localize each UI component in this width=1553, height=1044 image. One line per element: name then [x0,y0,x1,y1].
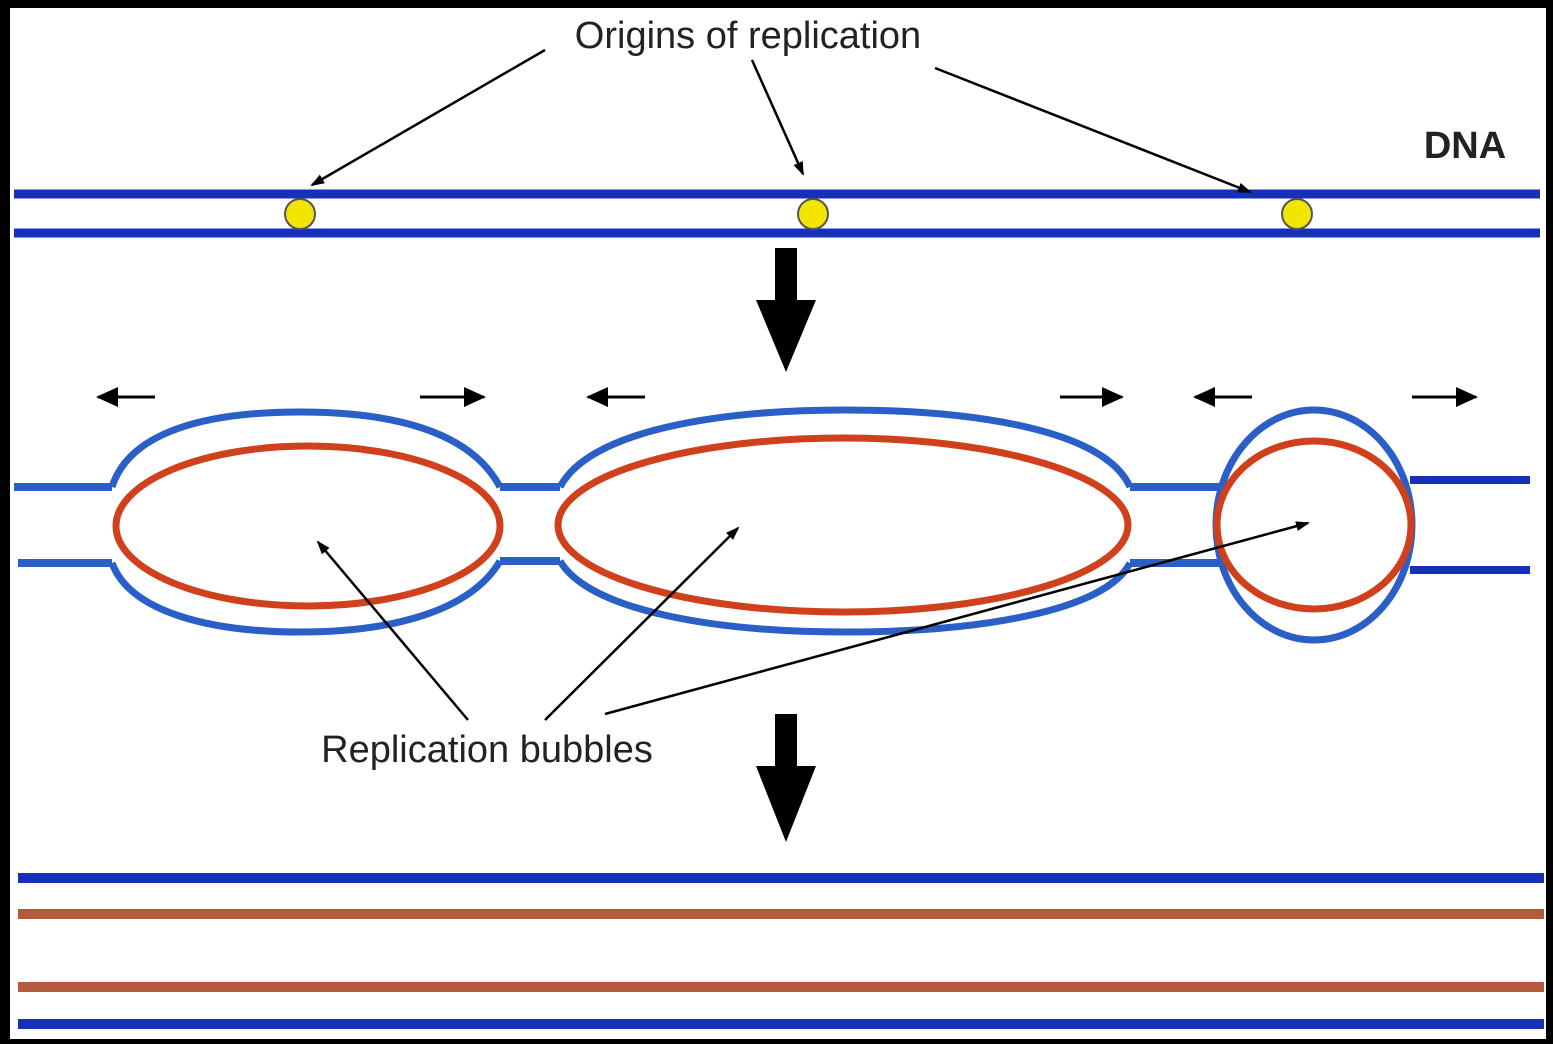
origin-pointer-1 [310,48,546,187]
origins-label: Origins of replication [575,15,921,57]
bubble-pointer-2 [544,526,740,721]
stage-unreplicated [14,189,1540,238]
bubbles-label: Replication bubbles [321,729,653,771]
stage-replicating [14,387,1530,644]
origin-dot-1 [284,198,316,230]
origin-dot-2 [797,198,829,230]
bubble-pointer-3 [604,521,1310,716]
origin-pointer-3 [934,66,1252,194]
origin-dot-3 [1281,198,1313,230]
canvas-background [10,8,1546,1039]
bubble-pointer-1 [316,540,469,721]
down-arrow-2 [756,714,816,842]
stage-replicated [18,873,1544,1029]
replication-bubble-1 [108,408,504,636]
origin-pointer-2 [750,59,805,176]
replication-bubble-2 [554,406,1134,636]
down-arrow-1 [756,248,816,372]
replication-bubble-3 [1212,406,1416,644]
dna-label: DNA [1424,125,1506,167]
